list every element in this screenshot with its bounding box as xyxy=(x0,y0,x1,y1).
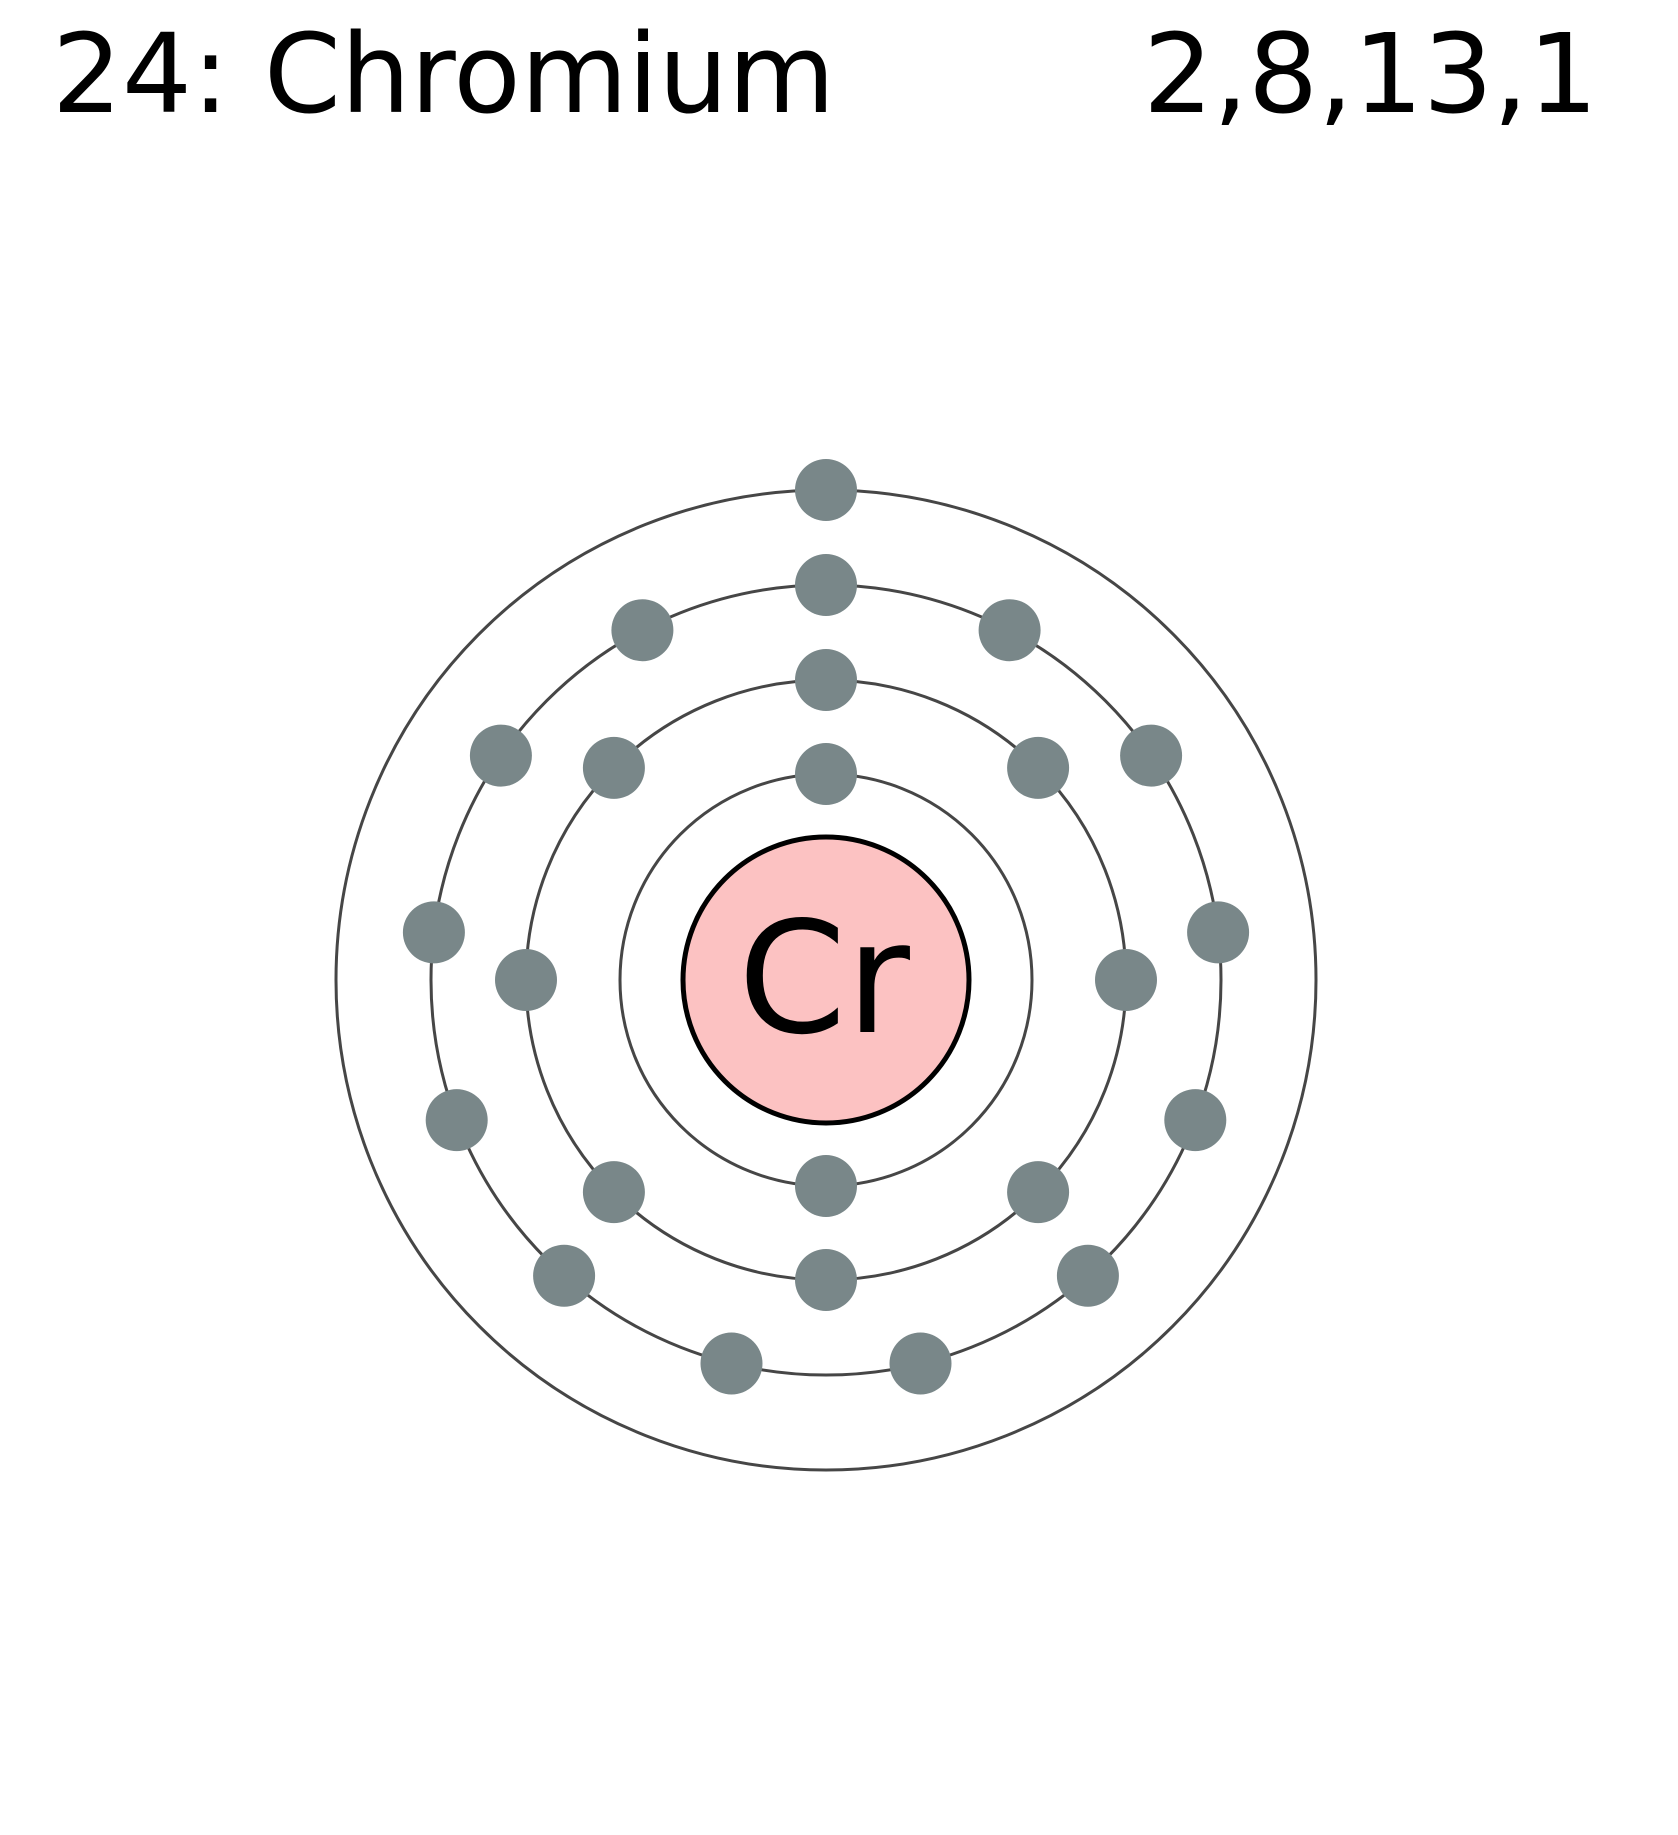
element-symbol: Cr xyxy=(738,888,910,1069)
nucleus xyxy=(680,834,972,1126)
shell-3-electron xyxy=(1120,724,1183,787)
shell-3-electron xyxy=(402,901,465,964)
shell-4-electron xyxy=(795,459,857,521)
shell-2-electron xyxy=(795,1249,857,1311)
shell-1-electron xyxy=(795,743,857,805)
shell-3-electron xyxy=(1164,1089,1227,1152)
shell-3-electron xyxy=(795,554,857,616)
electron-configuration: 2,8,13,1 xyxy=(1143,10,1598,138)
shell-2-electron xyxy=(1007,1161,1070,1224)
shell-3-electron xyxy=(889,1332,952,1395)
shell-3-electron xyxy=(700,1332,763,1395)
shell-3-electron xyxy=(533,1244,596,1307)
element-title: 24: Chromium xyxy=(52,10,835,138)
shell-2-electron xyxy=(495,949,557,1011)
shell-2-electron xyxy=(1095,949,1157,1011)
shell-2-electron xyxy=(795,649,857,711)
electrons xyxy=(402,459,1250,1395)
shell-3-electron xyxy=(469,724,532,787)
shell-2-electron xyxy=(582,1161,645,1224)
shell-3-electron xyxy=(1056,1244,1119,1307)
shell-3-electron xyxy=(978,599,1041,662)
shell-3-electron xyxy=(425,1089,488,1152)
shell-1-electron xyxy=(795,1155,857,1217)
shell-3-electron xyxy=(1187,901,1250,964)
shell-2-electron xyxy=(582,736,645,799)
shell-2-electron xyxy=(1007,736,1070,799)
shell-3-electron xyxy=(611,599,674,662)
